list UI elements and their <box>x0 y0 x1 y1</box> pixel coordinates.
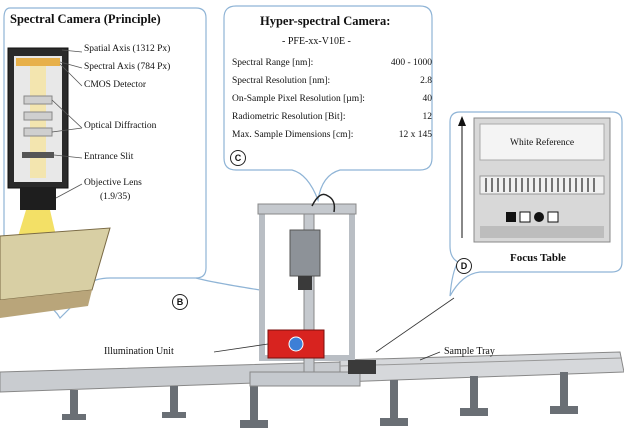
spec-value: 12 <box>422 112 433 122</box>
leader-line <box>419 351 441 361</box>
leader-line <box>53 154 83 159</box>
objective-lens-spec: (1.9/35) <box>100 192 131 202</box>
cmos-strip <box>16 58 60 66</box>
entrance-slit <box>22 152 54 158</box>
leader-line <box>61 49 83 53</box>
camera-lens <box>298 276 312 290</box>
focus-table-title: Focus Table <box>510 252 566 264</box>
focus-square <box>519 211 531 223</box>
spec-value: 2.8 <box>420 76 432 86</box>
white-reference-label: White Reference <box>510 138 575 148</box>
spec-label: Spectral Resolution [nm]: <box>232 76 331 86</box>
diffraction-element <box>23 111 53 121</box>
white-reference-panel <box>479 123 605 161</box>
leader-line <box>51 99 83 129</box>
leader-line <box>55 183 83 199</box>
sample-tray-label: Sample Tray <box>444 346 495 357</box>
cmos-label: CMOS Detector <box>84 80 147 90</box>
optical-diffraction-label: Optical Diffraction <box>84 121 157 131</box>
entrance-slit-label: Entrance Slit <box>84 152 134 162</box>
tower-top <box>257 203 357 215</box>
marker-b: B <box>172 294 188 310</box>
spatial-axis-label: Spatial Axis (1312 Px) <box>84 44 171 54</box>
diffraction-element <box>23 95 53 105</box>
diffraction-element <box>23 127 53 137</box>
sample-surface <box>0 227 111 301</box>
illumination-unit-label: Illumination Unit <box>104 346 174 357</box>
focus-strip <box>480 226 604 238</box>
callout-b-connector <box>195 277 261 291</box>
tray-edge <box>339 357 623 367</box>
focus-square <box>506 212 516 222</box>
focus-pattern-ticks <box>485 178 595 192</box>
tower-base <box>249 371 361 387</box>
spec-value: 400 - 1000 <box>390 58 432 68</box>
camera-principle-title: Spectral Camera (Principle) <box>10 12 161 26</box>
leader-line <box>51 127 83 133</box>
leader-line <box>375 297 455 353</box>
tray-carriage <box>348 360 376 374</box>
marker-d: D <box>456 258 472 274</box>
focus-square <box>547 211 559 223</box>
spec-value: 40 <box>422 94 433 104</box>
hyperspectral-title: Hyper-spectral Camera: <box>260 14 391 28</box>
focus-arrow-head <box>458 116 466 126</box>
leader-line <box>59 61 83 69</box>
illumination-lamp <box>288 336 304 352</box>
leader-line <box>59 63 83 87</box>
spectral-axis-label: Spectral Axis (784 Px) <box>84 62 171 72</box>
spec-value: 12 x 145 <box>398 130 432 140</box>
objective-lens-label: Objective Lens <box>84 178 142 188</box>
leader-line <box>213 343 269 353</box>
callout-c-bubble <box>223 5 433 203</box>
spec-label: Max. Sample Dimensions [cm]: <box>232 130 354 140</box>
marker-c: C <box>230 150 246 166</box>
spec-label: On-Sample Pixel Resolution [µm]: <box>232 94 365 104</box>
camera-model: - PFE-xx-V10E - <box>282 36 351 47</box>
camera-body <box>289 229 321 277</box>
sample-surface-edge <box>0 290 92 318</box>
spec-label: Radiometric Resolution [Bit]: <box>232 112 346 122</box>
objective-lens <box>20 188 56 210</box>
focus-pattern-band <box>479 175 605 195</box>
rail-legs <box>62 372 578 428</box>
spec-label: Spectral Range [nm]: <box>232 58 314 68</box>
spectral-band <box>30 66 46 178</box>
camera-cable <box>311 193 336 213</box>
focus-dot <box>534 212 544 222</box>
